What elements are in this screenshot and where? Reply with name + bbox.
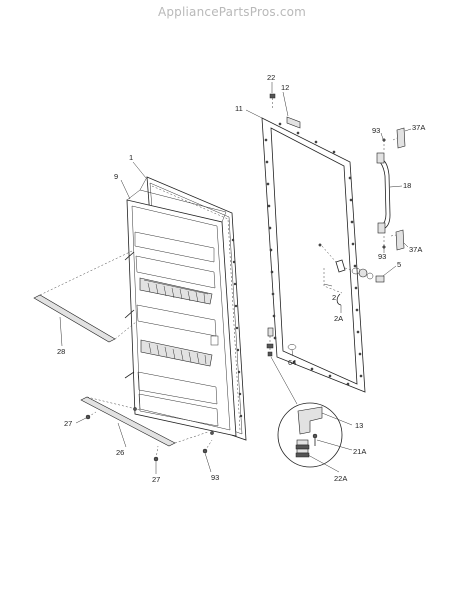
handle-end-bottom — [377, 222, 386, 234]
callout-93-bottom: 93 — [211, 473, 219, 482]
top-screw — [269, 93, 276, 108]
callout-12: 12 — [281, 83, 289, 92]
callout-21a: 21A — [353, 447, 366, 456]
door-assembly — [124, 176, 247, 441]
handle-end-top — [376, 152, 385, 164]
wire-shelf-lower — [140, 339, 213, 367]
shelf-bar — [33, 294, 116, 343]
callout-26: 26 — [116, 448, 124, 457]
hinge-bracket — [297, 406, 323, 435]
callout-37a-bottom: 37A — [409, 245, 422, 254]
callout-5: 5 — [397, 260, 401, 269]
lower-hinge-parts — [266, 327, 274, 357]
callout-labels: 1 9 11 12 22 93 37A 18 93 37A 5 2 2A 64 … — [57, 73, 425, 484]
callout-22a: 22A — [334, 474, 347, 483]
callout-2a: 2A — [334, 314, 343, 323]
callout-93-middle: 93 — [378, 252, 386, 261]
callout-93-top: 93 — [372, 126, 380, 135]
frame-screws — [264, 122, 363, 386]
bracket-bottom — [395, 229, 405, 251]
callout-18: 18 — [403, 181, 411, 190]
callout-22: 22 — [267, 73, 275, 82]
callout-1: 1 — [129, 153, 133, 162]
handle-assembly — [266, 127, 406, 357]
bottom-parts — [33, 250, 214, 462]
plug — [287, 344, 297, 350]
callout-28: 28 — [57, 347, 65, 356]
door-shelves — [124, 231, 219, 427]
cabinet-frame — [261, 93, 366, 393]
callout-9: 9 — [114, 172, 118, 181]
callout-27-left: 27 — [64, 419, 72, 428]
callout-2: 2 — [332, 293, 336, 302]
leader-lines — [59, 82, 412, 474]
callout-64: 64 — [288, 358, 296, 367]
callout-37a-top: 37A — [412, 123, 425, 132]
door-liner — [126, 199, 237, 437]
callout-13: 13 — [355, 421, 363, 430]
bracket-top — [396, 127, 406, 149]
callout-11: 11 — [235, 104, 243, 113]
wire-shelf-upper — [139, 277, 213, 305]
callout-27-bottom: 27 — [152, 475, 160, 484]
detail-circle — [277, 402, 343, 468]
watermark: AppliancePartsPros.com — [157, 5, 307, 19]
detail-inset — [270, 356, 343, 468]
bushing — [295, 439, 310, 458]
cabinet-opening — [270, 127, 358, 385]
lock-assembly — [318, 243, 385, 306]
label-plate — [286, 116, 301, 129]
gasket-holes — [231, 238, 243, 418]
